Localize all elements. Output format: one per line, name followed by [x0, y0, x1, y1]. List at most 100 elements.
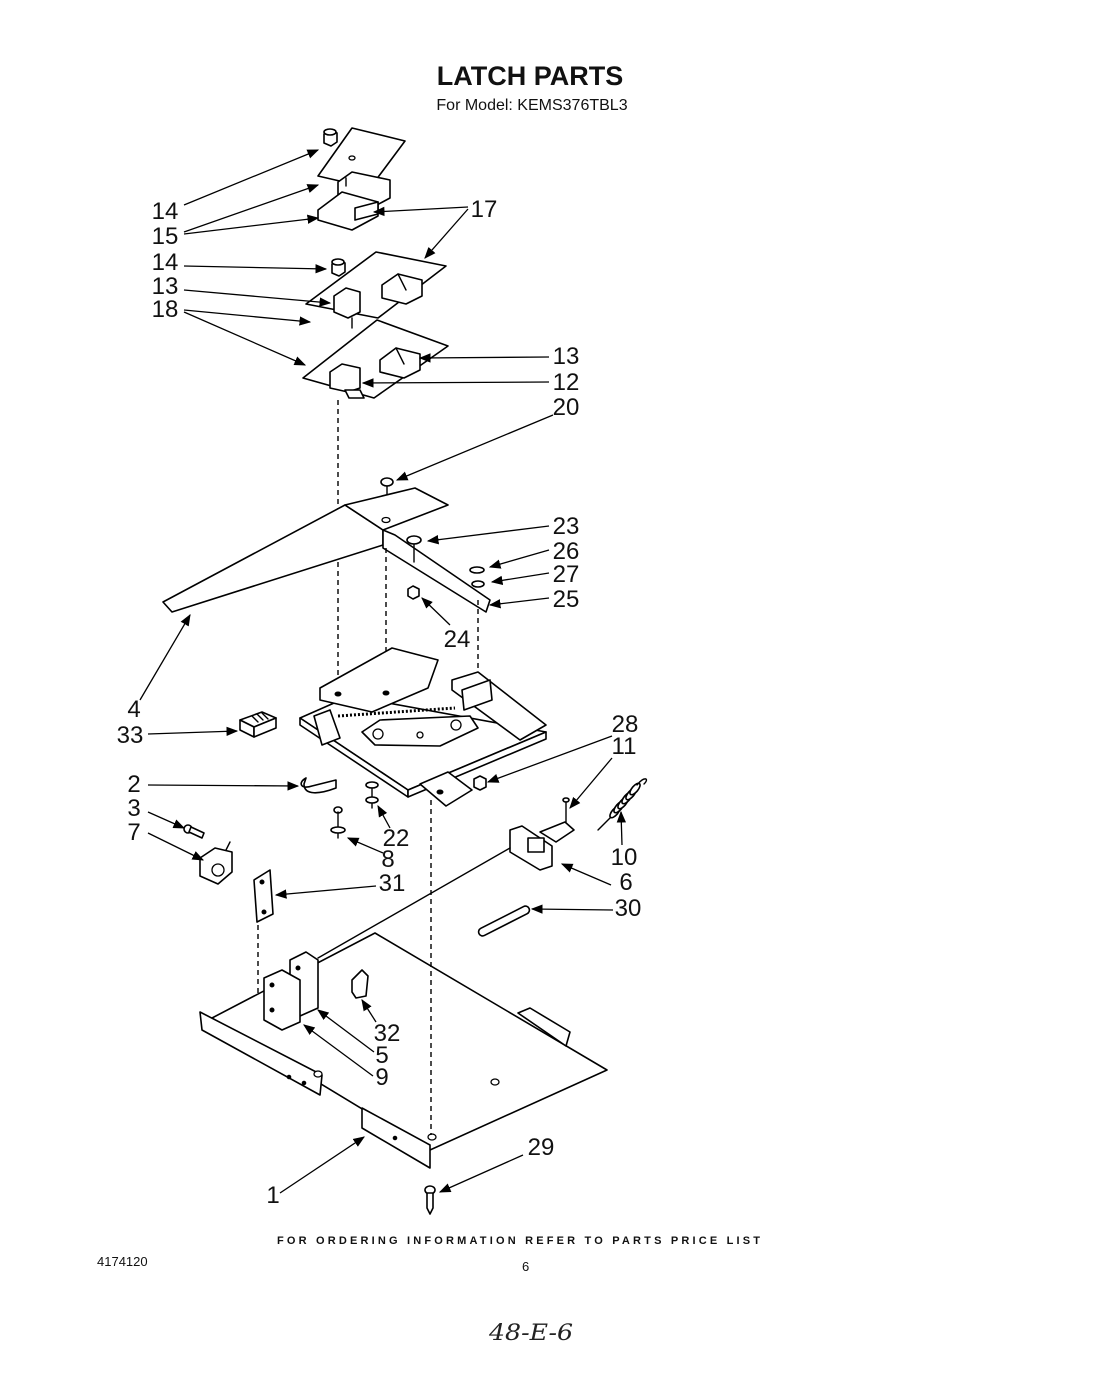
leader-17-a	[372, 206, 469, 217]
base-plate-surface	[211, 932, 608, 1151]
bracket-9-hole-bottom	[269, 1007, 275, 1013]
callout-9: 9	[375, 1064, 388, 1091]
flange-hole-2	[301, 1080, 307, 1086]
cam-plate-hole-left	[334, 691, 342, 697]
handwritten-note: 48-E-6	[488, 1321, 573, 1346]
bracket-31-hole-bottom	[261, 909, 267, 915]
screw-29	[424, 1185, 436, 1215]
bracket-5-hole	[295, 965, 301, 971]
block-33-hatch-2	[256, 713, 264, 721]
leader-7	[147, 832, 205, 861]
lever-pivot-left	[372, 728, 384, 740]
leader-32	[361, 999, 377, 1023]
leader-33	[147, 726, 239, 737]
bracket-6	[509, 821, 575, 871]
callout-13-right: 13	[553, 343, 580, 370]
leader-27	[490, 572, 550, 585]
callout-10: 10	[611, 844, 638, 871]
callout-20: 20	[553, 394, 580, 421]
screw-29-shank	[426, 1192, 434, 1215]
callout-15: 15	[152, 223, 179, 250]
callout-17: 17	[471, 196, 498, 223]
block-33-side	[253, 717, 277, 738]
leader-2	[147, 781, 300, 791]
washer-27	[471, 580, 485, 588]
leader-22	[377, 804, 391, 829]
bracket-9-plate	[263, 969, 301, 1031]
screw-23-head	[406, 535, 422, 545]
bracket-31-plate	[253, 869, 274, 923]
screw-8	[330, 806, 346, 839]
nut-middle-cap	[331, 258, 345, 266]
switch-13-upper-body	[333, 287, 361, 319]
leader-lines	[139, 149, 626, 1194]
leader-1	[279, 1136, 365, 1194]
block-33-hatch-1	[251, 715, 259, 723]
bracket-9-hole-top	[269, 982, 275, 988]
block-33	[239, 711, 277, 738]
callout-2: 2	[127, 771, 140, 798]
callout-labels: 14 15 17 14 13 18 13 12 20 23 26 27 25 2…	[117, 196, 642, 1209]
leader-31	[274, 885, 377, 899]
callout-30: 30	[615, 895, 642, 922]
leader-15-a	[183, 184, 320, 233]
base-plate-1	[199, 932, 608, 1169]
base-plate-hole-left	[313, 1070, 323, 1078]
leader-10	[616, 810, 626, 846]
part-7	[199, 841, 233, 885]
callout-1: 1	[266, 1182, 279, 1209]
leader-13-left	[183, 289, 332, 307]
ordering-note: FOR ORDERING INFORMATION REFER TO PARTS …	[277, 1235, 760, 1247]
leader-11	[569, 757, 613, 809]
switch-12-foot	[344, 389, 365, 399]
callout-18: 18	[152, 296, 179, 323]
switch-17-edge	[397, 273, 407, 291]
bracket-6-alignment-line	[317, 847, 511, 959]
top-plate-hole	[348, 155, 356, 161]
long-bracket-hole	[381, 516, 391, 524]
part-7-hole	[211, 863, 225, 877]
callout-6: 6	[619, 869, 632, 896]
lower-plate	[302, 319, 449, 399]
bracket-9	[263, 969, 301, 1031]
callout-3: 3	[127, 795, 140, 822]
leader-23	[426, 525, 550, 545]
bracket-31-hole-top	[259, 879, 265, 885]
callout-33: 33	[117, 722, 144, 749]
screw-22-head	[365, 781, 379, 789]
callout-11: 11	[612, 733, 637, 760]
latch-right-bracket-window	[461, 679, 493, 711]
long-bracket-lower-arm	[382, 529, 491, 613]
latch-rack	[337, 706, 456, 718]
leader-14-top	[183, 149, 320, 206]
block-33-hatch-3	[261, 712, 269, 720]
base-plate-hole-center	[490, 1078, 500, 1086]
cam-plate-hole-center	[382, 690, 390, 696]
callout-5: 5	[375, 1042, 388, 1069]
leader-6	[560, 863, 612, 886]
spring-10-rod	[597, 815, 613, 831]
bracket-6-arm	[539, 821, 575, 843]
pin-30	[477, 905, 531, 937]
callout-25: 25	[553, 586, 580, 613]
screw-8-washer	[330, 826, 346, 834]
leader-24	[421, 597, 451, 626]
leader-20	[395, 414, 554, 481]
callout-13-left: 13	[152, 273, 179, 300]
callout-24: 24	[444, 626, 471, 653]
leader-30	[530, 904, 614, 914]
leader-28	[486, 735, 613, 783]
upper-switch-assembly	[317, 171, 391, 231]
screw-11	[562, 797, 570, 823]
nut-top-cap	[323, 128, 337, 136]
middle-plate	[305, 251, 447, 319]
spring-10	[597, 778, 648, 831]
callout-7: 7	[127, 819, 140, 846]
base-plate-hole-front	[427, 1133, 437, 1141]
flange-hole-1	[286, 1074, 292, 1080]
long-bracket-top-plate	[344, 487, 449, 531]
nut-24	[407, 585, 420, 600]
leader-5	[317, 1009, 375, 1053]
latch-cam-plate	[319, 647, 439, 713]
